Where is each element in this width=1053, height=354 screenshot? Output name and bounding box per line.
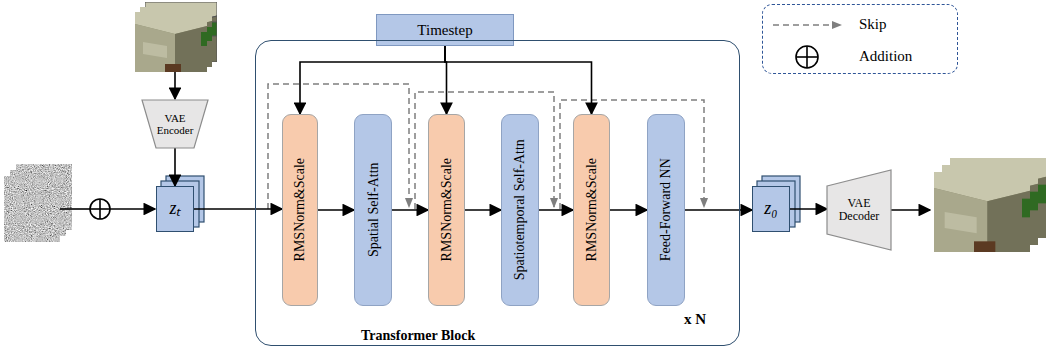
flow-arrow: [300, 46, 445, 114]
flow-arrow: [539, 209, 573, 211]
sum-arrow: [110, 208, 155, 210]
noise-frames: [4, 164, 72, 242]
flow-arrow: [445, 46, 592, 114]
drawing-part: [796, 46, 818, 68]
drawing-part: [135, 12, 207, 72]
input-frames: [135, 2, 217, 72]
skip-lines: [268, 84, 704, 209]
drawing-part: [773, 24, 841, 26]
trapezoid-outline: [827, 170, 891, 250]
latent-box: zₜ: [156, 186, 194, 232]
noise-line: [60, 208, 90, 210]
drawing-part: [796, 46, 818, 68]
node-label: RMSNorm&Scale: [584, 158, 599, 261]
drawing-part: [99, 199, 101, 219]
norm-box: RMSNorm&Scale: [428, 114, 465, 306]
node-label: Timestep: [417, 22, 472, 39]
legend-label: Skip: [859, 16, 887, 33]
legend-item: Skip: [763, 11, 957, 39]
node-label: VAE Encoder: [150, 112, 200, 136]
output-frames: [934, 158, 1046, 252]
output-arrow: [890, 209, 930, 211]
trapezoid-outline: [142, 100, 208, 148]
norm-box: RMSNorm&Scale: [282, 114, 318, 306]
block-title: Transformer Block: [361, 328, 475, 343]
attention-box: Spatiotemporal Self-Attn: [501, 114, 539, 306]
drawing-part: [934, 172, 1030, 252]
legend-box: SkipAddition: [762, 4, 958, 74]
flow-arrow: [465, 209, 501, 211]
drawing-part: [4, 176, 60, 242]
node-label: Spatial Self-Attn: [365, 163, 380, 258]
flow-arrow: [685, 209, 752, 211]
node-label: VAE Decoder: [835, 197, 883, 223]
node-label: Spatiotemporal Self-Attn: [512, 139, 527, 280]
skip-sample: [771, 11, 847, 39]
norm-box: RMSNorm&Scale: [573, 114, 610, 306]
ffn-box: Feed-Forward NN: [647, 114, 685, 306]
repeat-count: x N: [684, 311, 706, 328]
flow-arrow: [174, 148, 176, 186]
drawing-part: [806, 46, 808, 68]
flow-arrow: [392, 209, 428, 211]
timestep-box: Timestep: [376, 14, 514, 46]
legend-item: Addition: [763, 43, 957, 71]
latent-box: z₀: [752, 186, 790, 232]
decoder-box: VAE Decoder: [827, 170, 891, 250]
flow-arrow: [194, 208, 282, 210]
node-label: RMSNorm&Scale: [292, 158, 307, 261]
addition-sample: [771, 43, 847, 71]
encoder-box: VAE Encoder: [142, 100, 208, 148]
flow-arrow: [790, 208, 827, 210]
input-arrow: [174, 72, 176, 99]
node-label: zₜ: [169, 199, 180, 219]
node-label: Feed-Forward NN: [658, 158, 673, 261]
drawing-part: [90, 199, 110, 219]
node-label: RMSNorm&Scale: [439, 158, 454, 261]
legend-label: Addition: [859, 48, 912, 65]
node-label: z₀: [764, 199, 777, 219]
flow-arrow: [610, 209, 647, 211]
attention-box: Spatial Self-Attn: [354, 114, 392, 306]
transformer-block: RMSNorm&Scale Spatial Self-Attn RMSNorm&Sc…: [255, 40, 740, 346]
addition-symbol: [90, 199, 110, 219]
flow-arrow: [318, 209, 354, 211]
